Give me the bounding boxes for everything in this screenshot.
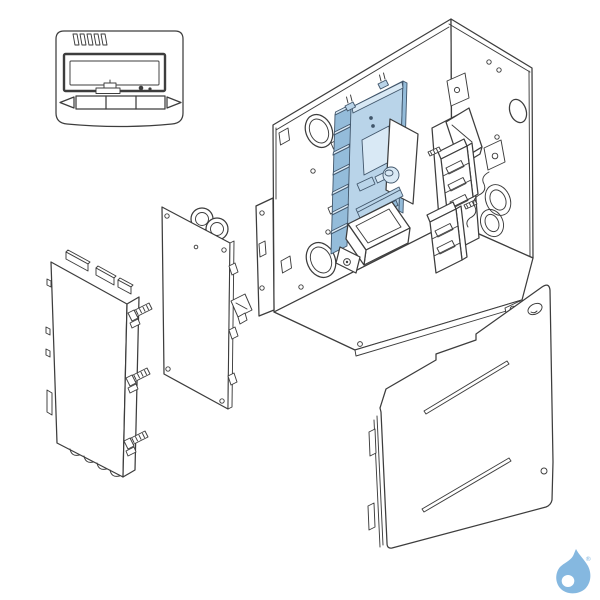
arrow-left-icon — [59, 96, 75, 109]
panel-rib — [421, 457, 512, 513]
panel-left-flange — [367, 415, 384, 548]
panel-rib — [423, 360, 510, 415]
controller-button-bar — [59, 95, 182, 110]
control-box — [255, 18, 534, 357]
pcb-terminal-column — [330, 103, 352, 255]
panel-top-tabs — [65, 249, 134, 295]
panel-screw-hole — [540, 467, 548, 475]
keyhole-slot — [527, 302, 543, 316]
panel-bottom-hooks — [69, 448, 120, 477]
power-led — [138, 85, 144, 91]
panel-left-ticks — [45, 278, 53, 416]
mounting-flange — [255, 197, 275, 317]
brand-logo: ® — [556, 549, 592, 594]
registered-mark: ® — [585, 555, 592, 563]
transformer — [335, 201, 411, 274]
pcb-top-pins — [344, 72, 389, 112]
cable-entry-hole — [508, 98, 528, 124]
room-controller — [55, 30, 184, 128]
controller-buttons — [95, 79, 152, 94]
terminal-block-lower — [426, 201, 468, 274]
cable-grommets — [479, 184, 512, 238]
cable — [466, 171, 490, 228]
rear-cover-panel — [367, 284, 554, 549]
pcb-capacitor — [382, 166, 400, 184]
controller-vents — [72, 33, 108, 46]
wall-grommet — [305, 241, 337, 279]
wall-grommet — [304, 113, 334, 149]
plate-edge-connectors — [227, 262, 239, 386]
plate-bracket — [230, 293, 253, 325]
intermediate-plate — [161, 206, 253, 410]
front-cover-panel — [45, 249, 153, 478]
wall-bracket — [483, 139, 506, 171]
terminal-block-upper — [437, 138, 479, 211]
arrow-right-icon — [166, 96, 182, 109]
